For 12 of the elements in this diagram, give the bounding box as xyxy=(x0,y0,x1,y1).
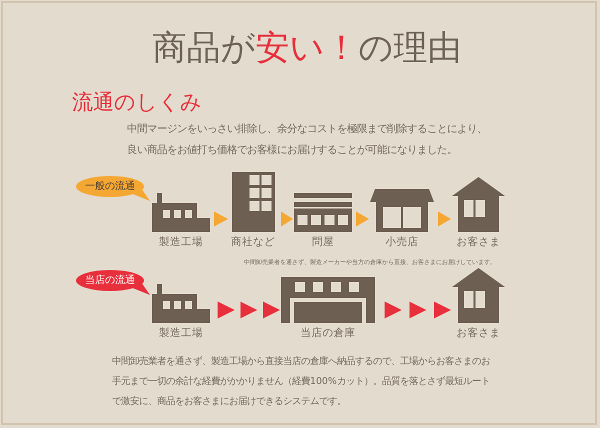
icon-caption: 製造工場 xyxy=(158,236,204,249)
icon-caption: 小売店 xyxy=(384,236,420,249)
intro-paragraph: 中間マージンをいっさい排除し、余分なコストを極限まで削除することにより、良い商品をお値打ち価格でお客様にお届けすることが可能になりました。 xyxy=(127,122,488,158)
icon-caption: 当店の倉庫 xyxy=(300,327,356,340)
icon-caption: 製造工場 xyxy=(158,327,204,340)
icon-caption: 問屋 xyxy=(311,236,335,249)
section-heading: 流通のしくみ xyxy=(72,89,202,115)
icon-caption: お客さま xyxy=(456,327,502,340)
page-title: 商品が安い！の理由 xyxy=(152,27,462,69)
icon-caption: お客さま xyxy=(456,236,502,249)
icon-caption: 商社など xyxy=(230,236,276,249)
description-paragraph: 中間卸売業者を通さず、製造工場から直接当店の倉庫へ納品するので、工場からお客さまのお手元まで一切の余計な経費がかかりません（経費100%カット）。品質を落とさず最短ルートで激安に、商品をお客さまにお届けできるシステムです。 xyxy=(112,355,491,409)
